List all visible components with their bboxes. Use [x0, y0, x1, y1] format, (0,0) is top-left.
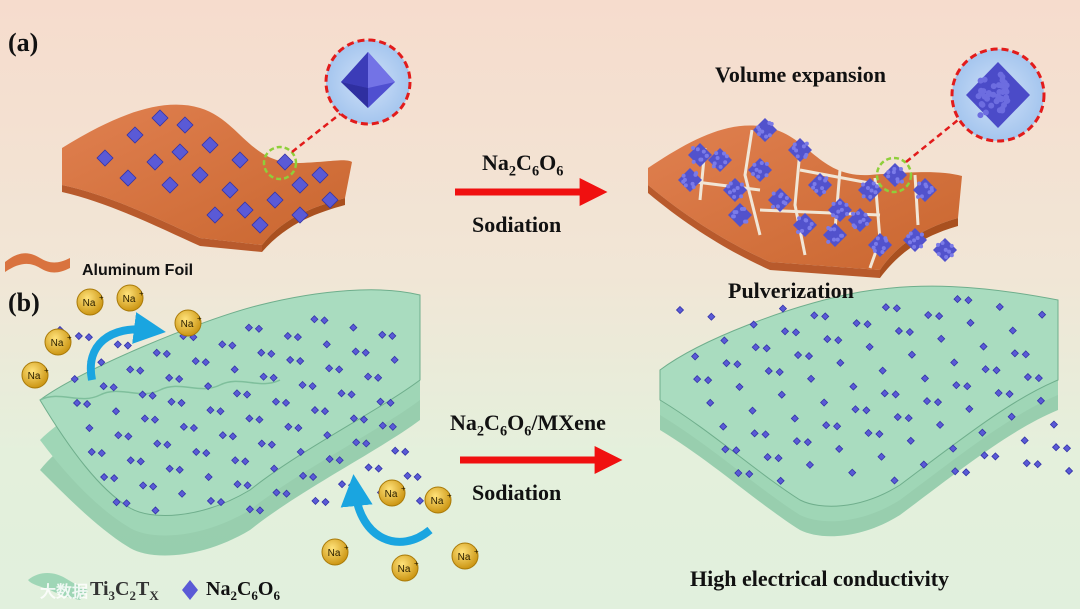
sodium-ion: Na+: [379, 480, 406, 506]
crystal-dot: [963, 469, 970, 476]
crystal-dot: [677, 307, 684, 314]
crystal-dot: [414, 473, 421, 480]
sodiation-label-a: Sodiation: [472, 212, 561, 238]
svg-text:Na: Na: [458, 552, 471, 563]
crystal-dot: [124, 342, 131, 349]
svg-text:Na: Na: [385, 489, 398, 500]
sodium-ion: Na+: [117, 285, 144, 311]
crystal-dot: [322, 499, 329, 506]
crystal-dot: [1066, 467, 1073, 474]
svg-text:Na: Na: [431, 496, 444, 507]
crystal-dot: [1021, 437, 1028, 444]
foil-with-crystals: [62, 105, 352, 252]
sodium-ion: Na+: [77, 289, 104, 315]
svg-text:+: +: [414, 559, 419, 568]
crystal-dot: [708, 313, 715, 320]
na2c6o6-legend-label: Na2C6O6: [206, 578, 280, 604]
svg-text:+: +: [344, 543, 349, 552]
svg-text:Na: Na: [398, 564, 411, 575]
sodium-ion: Na+: [175, 310, 202, 336]
panel-label-a: (a): [8, 28, 38, 58]
high-conductivity-label: High electrical conductivity: [690, 566, 949, 592]
svg-text:+: +: [44, 366, 49, 375]
svg-text:+: +: [197, 314, 202, 323]
crystal-dot: [1034, 461, 1041, 468]
aluminum-foil-legend-icon: [5, 253, 70, 272]
pulverized-crystal: [933, 238, 957, 262]
crystal-dot: [1050, 421, 1057, 428]
crystal-dot: [312, 497, 319, 504]
crystal-dot: [1023, 460, 1030, 467]
crystal-dot: [402, 448, 409, 455]
sodium-ion: Na+: [392, 555, 419, 581]
sodium-ion: Na+: [425, 487, 452, 513]
crystal-dot: [151, 325, 158, 332]
svg-text:Na: Na: [328, 548, 341, 559]
volume-expansion-label: Volume expansion: [715, 62, 886, 88]
crystal-dot: [392, 447, 399, 454]
svg-text:+: +: [139, 289, 144, 298]
crystal-dot: [1053, 444, 1060, 451]
mxene-legend-label: Ti3C2TX: [90, 578, 159, 604]
aluminum-foil-label: Aluminum Foil: [82, 262, 193, 280]
sodium-ion: Na+: [22, 362, 49, 388]
crystal-dot: [365, 464, 372, 471]
crystal-dot: [114, 341, 121, 348]
crystal-dot: [416, 497, 423, 504]
sodium-ion: Na+: [45, 329, 72, 355]
panel-label-b: (b): [8, 288, 40, 318]
svg-text:Na: Na: [123, 294, 136, 305]
svg-text:Na: Na: [51, 338, 64, 349]
na2c6o6-legend-icon: [182, 580, 198, 600]
svg-text:Na: Na: [83, 298, 96, 309]
crystal-dot: [349, 482, 356, 489]
svg-text:+: +: [401, 484, 406, 493]
svg-text:Na: Na: [181, 319, 194, 330]
svg-text:+: +: [474, 547, 479, 556]
svg-text:+: +: [67, 333, 72, 342]
reaction-formula-a: Na2C6O6: [482, 150, 563, 180]
crystal-dot: [85, 334, 92, 341]
crystal-dot: [75, 333, 82, 340]
watermark: 大数据: [40, 578, 88, 602]
sodium-ion: Na+: [322, 539, 349, 565]
pulverization-label: Pulverization: [728, 278, 854, 304]
sodium-ion: Na+: [452, 543, 479, 569]
crystal-dot: [375, 465, 382, 472]
sodiation-label-b: Sodiation: [472, 480, 561, 506]
svg-text:+: +: [447, 491, 452, 500]
crystal-dot: [992, 453, 999, 460]
crystal-dot: [404, 472, 411, 479]
svg-text:Na: Na: [28, 371, 41, 382]
reaction-formula-b: Na2C6O6/MXene: [450, 410, 606, 440]
crystal-dot: [1063, 445, 1070, 452]
crystal-dot: [339, 481, 346, 488]
svg-text:+: +: [99, 293, 104, 302]
